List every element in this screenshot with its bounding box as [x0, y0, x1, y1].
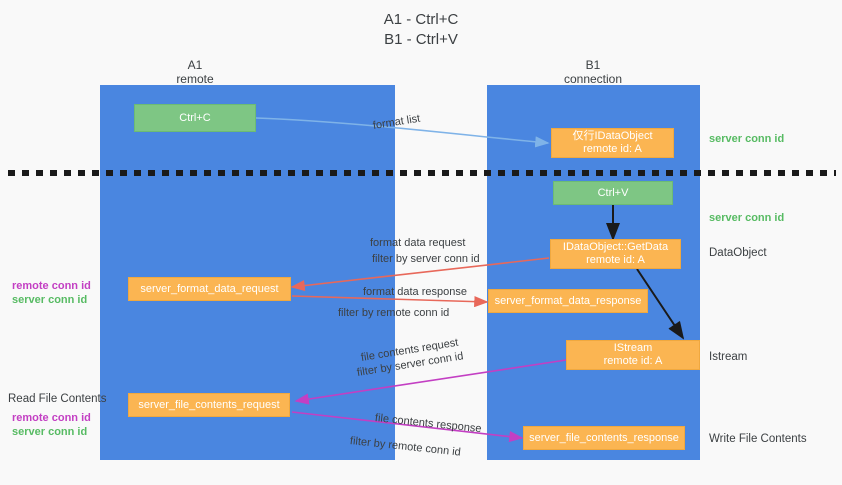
column-header-a1: A1 remote — [176, 58, 214, 86]
filter-by-text-2: filter by — [338, 307, 377, 319]
node-clipboard-idataobject[interactable]: 仅行IDataObject remote id: A — [551, 128, 674, 158]
edge-label-format-data-response: format data response — [363, 286, 467, 298]
diagram-title: A1 - Ctrl+C B1 - Ctrl+V — [383, 11, 459, 48]
left-labels-format: remote conn id server conn id — [12, 279, 91, 307]
node-server-file-contents-request[interactable]: server_file_contents_request — [128, 393, 290, 417]
left-label-server-conn-id-1: server conn id — [12, 294, 88, 306]
node-server-format-data-response[interactable]: server_format_data_response — [488, 289, 648, 313]
node-server-file-contents-response[interactable]: server_file_contents_response — [523, 426, 685, 450]
left-labels-file: remote conn id server conn id — [12, 411, 91, 439]
node-istream[interactable]: IStream remote id: A — [566, 340, 700, 370]
node-idataobject-getdata[interactable]: IDataObject::GetData remote id: A — [550, 239, 681, 269]
column-header-b1: B1 connection — [563, 58, 623, 86]
side-label-write-file-contents: Write File Contents — [709, 433, 807, 445]
edge-label-format-data-request: format data request — [370, 237, 466, 249]
node-ctrl-v[interactable]: Ctrl+V — [553, 181, 673, 205]
side-label-server-conn-id-1: server conn id — [709, 133, 785, 145]
left-label-server-conn-id-2: server conn id — [12, 426, 88, 438]
side-label-dataobject: DataObject — [709, 247, 767, 259]
edge-filter-format-data-response: filter by remote conn id — [338, 306, 449, 320]
left-label-read-file-contents: Read File Contents — [8, 393, 107, 405]
side-label-server-conn-id-2: server conn id — [709, 212, 785, 224]
edge-filter-format-data-request: filter by server conn id — [372, 252, 480, 266]
left-label-remote-conn-id-1: remote conn id — [12, 280, 91, 292]
node-ctrl-c[interactable]: Ctrl+C — [134, 104, 256, 132]
filter-by-text-1: filter by — [372, 253, 411, 265]
filter-by-text-4: filter by — [349, 435, 389, 451]
remote-conn-id-text-2: remote conn id — [387, 439, 462, 459]
left-label-remote-conn-id-2: remote conn id — [12, 412, 91, 424]
node-server-format-data-request[interactable]: server_format_data_request — [128, 277, 291, 301]
remote-conn-id-text-1: remote conn id — [376, 307, 450, 319]
side-label-istream: Istream — [709, 351, 748, 363]
server-conn-id-text-1: server conn id — [410, 253, 480, 265]
